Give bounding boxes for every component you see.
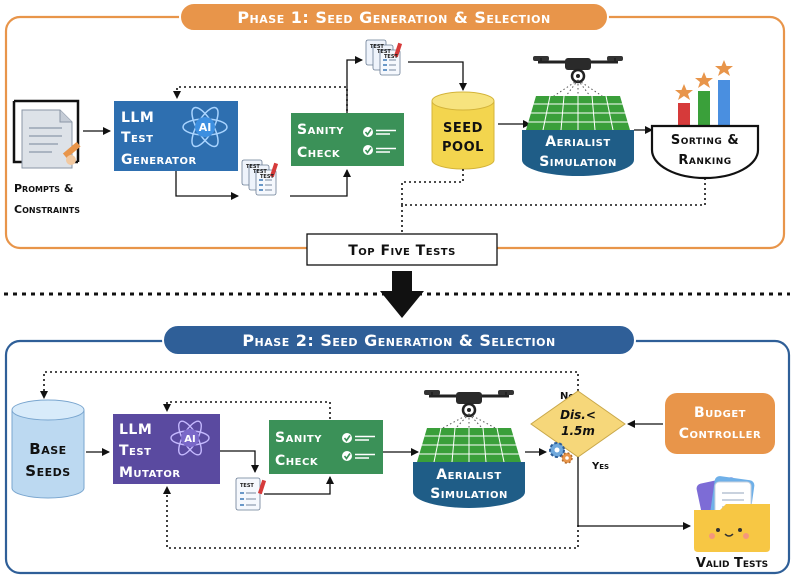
arrow-yes-to-valid: [577, 457, 691, 530]
sanity-line1-phase1: Sanity: [297, 122, 344, 138]
test-doc-icon-phase2: TEST: [235, 477, 267, 511]
arrow-llm-to-tests: [175, 171, 239, 200]
dotted-no-to-base-seeds: [40, 371, 579, 399]
prompts-document-icon: [12, 99, 81, 169]
svg-text:TEST: TEST: [246, 164, 260, 170]
sorting-line2: Ranking: [678, 153, 731, 168]
sanity-line2-phase2: Check: [275, 453, 319, 469]
phase2-title-pill: [162, 324, 636, 356]
svg-text:TEST: TEST: [253, 169, 267, 175]
arrow-mutator-to-tests: [220, 450, 259, 473]
budget-controller-box: [665, 393, 775, 454]
arrow-sanity-to-passed-tests: [346, 56, 363, 113]
dotted-ranking-to-top5: [401, 178, 706, 234]
llm-mutator-line2: Test: [119, 443, 151, 459]
simulation-grid-icon: [416, 427, 522, 463]
simulation-line2-phase2: Simulation: [430, 486, 508, 502]
sanity-check-box-phase1: [291, 113, 404, 166]
sanity-check-box-phase2: [269, 420, 383, 474]
llm-mutator-line1: LLM: [119, 422, 152, 438]
svg-text:TEST: TEST: [370, 44, 384, 50]
decision-line1: Dis.<: [560, 408, 596, 422]
svg-text:AI: AI: [199, 121, 212, 134]
top-five-tests-box: [306, 233, 498, 266]
ai-atom-icon: AI: [170, 420, 210, 456]
sorting-ranking-bowl: [650, 124, 760, 180]
arrow-tests-to-seed-pool: [408, 61, 467, 91]
svg-text:TEST: TEST: [377, 49, 391, 55]
phase1-title: Phase 1: Seed Generation & Selection: [237, 8, 550, 27]
simulation-grid-icon: [525, 95, 631, 131]
drone-icon: [422, 388, 516, 418]
seed-pool-cylinder: [431, 91, 495, 170]
dotted-loop-to-mutator: [163, 486, 579, 549]
arrow-tests-to-sanity-phase2: [264, 476, 334, 495]
svg-text:TEST: TEST: [260, 174, 274, 180]
prompts-label-line2: Constraints: [14, 203, 80, 216]
base-seeds-line1: Base: [29, 440, 66, 458]
down-arrow-icon: [380, 271, 424, 318]
test-docs-icon-phase1a: TEST TEST TEST: [241, 159, 279, 196]
llm-test-mutator-box: [113, 414, 220, 484]
dotted-pool-to-top5: [401, 169, 464, 205]
drone-icon: [531, 54, 625, 84]
base-seeds-cylinder: [11, 399, 85, 499]
sanity-line1-phase2: Sanity: [275, 430, 322, 446]
simulation-rays: [438, 413, 500, 431]
simulation-line2-phase1: Simulation: [539, 154, 617, 170]
yes-label: Yes: [591, 461, 609, 472]
llm-generator-line2: Test: [121, 130, 153, 146]
no-label: No: [560, 391, 574, 402]
sanity-line2-phase1: Check: [297, 145, 341, 161]
decision-line2: 1.5m: [561, 424, 595, 438]
llm-generator-line1: LLM: [121, 110, 154, 126]
sorting-line1: Sorting &: [671, 133, 739, 148]
llm-generator-line3: Generator: [121, 152, 197, 168]
simulation-base-phase2: [413, 462, 525, 508]
budget-line2: Controller: [679, 426, 761, 442]
valid-tests-label: Valid Tests: [696, 556, 768, 571]
simulation-line1-phase1: Aerialist: [545, 134, 610, 150]
phase2-title: Phase 2: Seed Generation & Selection: [242, 331, 555, 350]
ranking-bars-icon: [675, 60, 733, 125]
prompts-label-line1: Prompts &: [14, 182, 74, 195]
svg-text:AI: AI: [184, 434, 195, 445]
svg-text:TEST: TEST: [384, 54, 398, 60]
ai-atom-icon: AI: [182, 106, 228, 148]
seed-pool-line2: POOL: [442, 140, 484, 155]
top-five-label: Top Five Tests: [348, 243, 456, 259]
gear-icon: [549, 442, 573, 464]
phase1-title-pill: [179, 2, 609, 32]
llm-mutator-line3: Mutator: [119, 465, 181, 481]
svg-text:TEST: TEST: [240, 483, 254, 489]
seed-pool-line1: SEED: [443, 121, 483, 136]
simulation-line1-phase2: Aerialist: [436, 467, 501, 483]
valid-tests-folder-icon: [694, 476, 770, 552]
test-docs-icon-phase1b: TEST TEST TEST: [365, 39, 403, 76]
base-seeds-line2: Seeds: [25, 462, 70, 480]
simulation-base-phase1: [522, 130, 634, 176]
arrow-tests-to-sanity: [290, 169, 351, 197]
budget-line1: Budget: [694, 405, 746, 421]
